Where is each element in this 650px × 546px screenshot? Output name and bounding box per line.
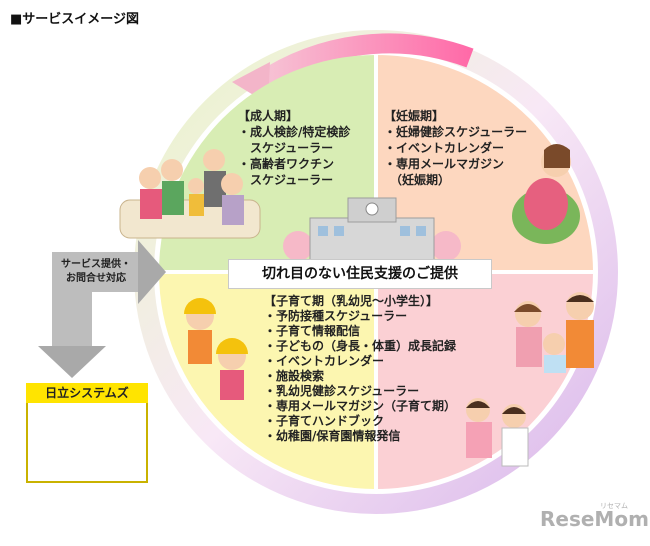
service-arrow-label-line1: サービス提供・ <box>61 259 131 270</box>
child-item: ・子育て情報配信 <box>264 324 361 338</box>
pregnancy-item: （妊娠期） <box>384 173 451 187</box>
pregnancy-stage-text: 【妊娠期】 ・妊婦健診スケジューラー ・イベントカレンダー ・専用メールマガジン… <box>384 108 527 188</box>
child-item: ・予防接種スケジューラー <box>264 309 408 323</box>
child-item: ・乳幼児健診スケジューラー <box>264 384 420 398</box>
adult-item: ・成人検診/特定検診 <box>238 125 351 139</box>
child-item: ・イベントカレンダー <box>264 354 385 368</box>
page-title: ■サービスイメージ図 <box>10 12 140 27</box>
service-arrow-label-line2: お問合せ対応 <box>66 273 126 284</box>
child-item: ・幼稚園/保育園情報発信 <box>264 429 401 443</box>
children-illustration <box>184 298 248 400</box>
resemom-logo-sub: リセマム <box>600 502 628 510</box>
cycle-arrow-top <box>252 33 474 93</box>
pregnancy-item: ・イベントカレンダー <box>384 141 505 155</box>
school-building-illustration <box>283 197 461 261</box>
pregnancy-item: ・妊婦健診スケジューラー <box>384 125 528 139</box>
provider-name: 日立システムズ <box>26 383 148 403</box>
pregnant-woman-illustration <box>512 144 580 244</box>
child-item: ・子育てハンドブック <box>264 414 385 428</box>
pregnancy-stage-heading: 【妊娠期】 <box>384 109 445 123</box>
quadrant-child <box>159 272 376 489</box>
center-title-banner: 切れ目のない住民支援のご提供 <box>228 259 492 289</box>
child-item: ・施設検索 <box>264 369 325 383</box>
adult-item: スケジューラー <box>238 173 334 187</box>
child-item: ・子どもの（身長・体重）成長記録 <box>264 339 457 353</box>
resemom-logo: ReseMom <box>540 507 649 531</box>
service-arrow-label: サービス提供・ お問合せ対応 <box>54 258 138 286</box>
child-stage-heading: 【子育て期（乳幼児～小学生）】 <box>264 294 439 308</box>
adult-item: スケジューラー <box>238 141 334 155</box>
child-item: ・専用メールマガジン（子育て期） <box>264 399 457 413</box>
checkup-illustration <box>466 398 529 467</box>
pregnancy-item: ・専用メールマガジン <box>384 157 505 171</box>
family-illustration <box>119 149 261 239</box>
quadrant-infant <box>376 272 593 489</box>
child-stage-text: 【子育て期（乳幼児～小学生）】 ・予防接種スケジューラー ・子育て情報配信 ・子… <box>264 294 456 444</box>
adult-stage-text: 【成人期】 ・成人検診/特定検診 スケジューラー ・高齢者ワクチン スケジューラ… <box>238 108 350 188</box>
parents-baby-illustration <box>514 292 594 373</box>
adult-item: ・高齢者ワクチン <box>238 157 335 171</box>
adult-stage-heading: 【成人期】 <box>238 109 299 123</box>
service-arrow <box>38 240 166 378</box>
